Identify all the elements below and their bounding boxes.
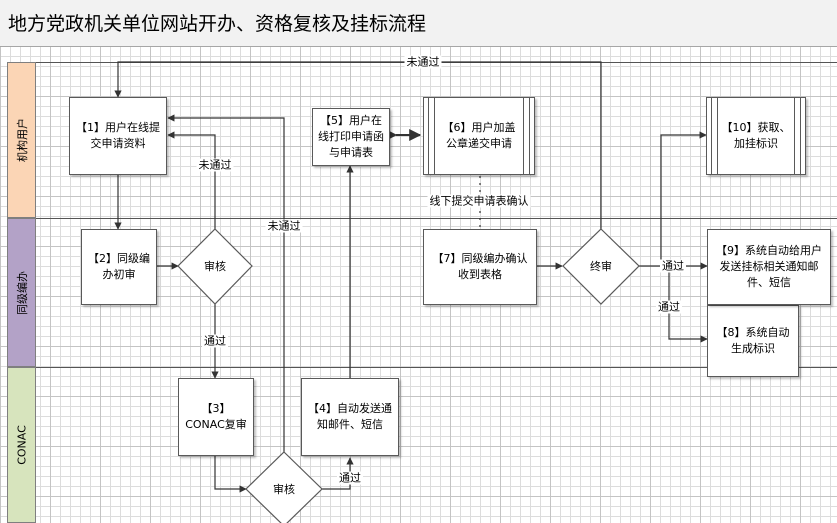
step-6-stamp-submit: 【6】用户加盖公章递交申请: [423, 97, 535, 175]
decision-final-label: 终审: [590, 260, 612, 273]
edge-label-final-pass-notice: 通过: [660, 259, 686, 273]
step-4-auto-notify: 【4】自动发送通知邮件、短信: [301, 378, 399, 456]
edge-n3-d2: [214, 456, 247, 493]
step-5-print-forms: 【5】用户在线打印申请函与申请表: [312, 108, 390, 166]
step-1-submit-application: 【1】用户在线提交申请资料: [69, 97, 167, 175]
edge-label-review2-reject: 未通过: [265, 219, 303, 233]
edge-label-final-pass-mark: 通过: [656, 300, 682, 314]
edge-d3-n10: [660, 131, 707, 266]
step-3-conac-review: 【3】CONAC复审: [178, 378, 254, 456]
step-7-confirm-forms: 【7】同级编办确认收到表格: [423, 229, 537, 305]
edge-label-review2-pass: 通过: [337, 471, 363, 485]
step-8-generate-mark: 【8】系统自动生成标识: [707, 305, 799, 377]
step-2-preliminary-review: 【2】同级编办初审: [81, 229, 157, 305]
title-bar: 地方党政机关单位网站开办、资格复核及挂标流程: [0, 0, 837, 47]
decision-review-2: [245, 451, 323, 523]
edge-final-reject: [114, 61, 602, 231]
edge-label-review1-pass: 通过: [202, 334, 228, 348]
edge-label-review1-reject: 未通过: [196, 158, 234, 172]
decision-review-2-label: 审核: [273, 483, 295, 496]
edge-d3-n8: [668, 266, 708, 343]
edge-d2-pass: [322, 457, 354, 490]
lane-label-same-level-office: 同级编办: [7, 218, 36, 367]
lane-divider-1: [36, 218, 837, 219]
decision-review-1-label: 审核: [204, 260, 226, 273]
lane-divider-2: [36, 367, 837, 368]
edge-d1-reject: [167, 131, 216, 229]
step-10-get-mark: 【10】获取、加挂标识: [706, 97, 806, 175]
diagram-title: 地方党政机关单位网站开办、资格复核及挂标流程: [8, 13, 427, 35]
edge-label-offline-submit: 线下提交申请表确认: [427, 194, 531, 208]
step-9-send-notice: 【9】系统自动给用户发送挂标相关通知邮件、短信: [707, 229, 831, 305]
edge-d2-reject: [167, 114, 285, 452]
decision-final: [562, 228, 640, 305]
lane-label-institution-user: 机构用户: [7, 62, 36, 218]
edge-label-final-reject: 未通过: [404, 55, 442, 69]
lane-label-conac: CONAC: [7, 367, 36, 523]
decision-review-1: [177, 228, 253, 305]
